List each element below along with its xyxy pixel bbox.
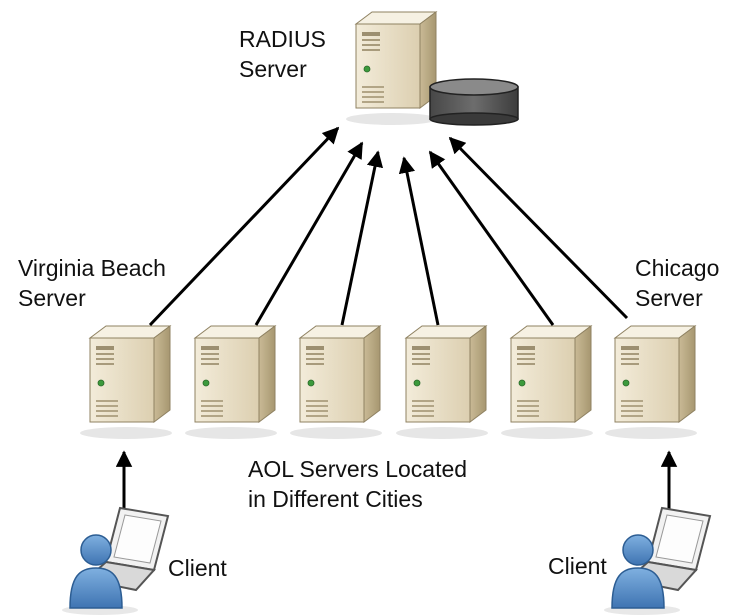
caption-label: AOL Servers Located in Different Cities — [248, 456, 468, 512]
aol-server-1-icon — [79, 325, 173, 440]
database-icon — [429, 78, 519, 126]
client-left-label: Client — [168, 555, 227, 581]
arrow-server-1 — [148, 126, 340, 327]
aol-server-4-icon — [395, 325, 489, 440]
arrow-server-4 — [398, 156, 440, 326]
aol-server-2-icon — [184, 325, 278, 440]
aol-server-5-icon — [500, 325, 594, 440]
radius-server-icon — [345, 11, 439, 126]
client-left-icon — [61, 507, 169, 616]
virginia-beach-label: Virginia Beach Server — [18, 255, 166, 311]
chicago-label: Chicago Server — [635, 255, 720, 311]
arrow-server-2 — [254, 141, 364, 326]
arrow-server-5 — [428, 150, 555, 326]
client-right-icon — [603, 507, 711, 616]
client-right-label: Client — [548, 553, 607, 579]
aol-server-3-icon — [289, 325, 383, 440]
arrow-server-3 — [340, 150, 384, 326]
arrow-server-6 — [448, 136, 629, 320]
connection-arrows — [115, 126, 678, 512]
radius-server-label: RADIUS Server — [239, 26, 326, 82]
aol-server-6-icon — [604, 325, 698, 440]
